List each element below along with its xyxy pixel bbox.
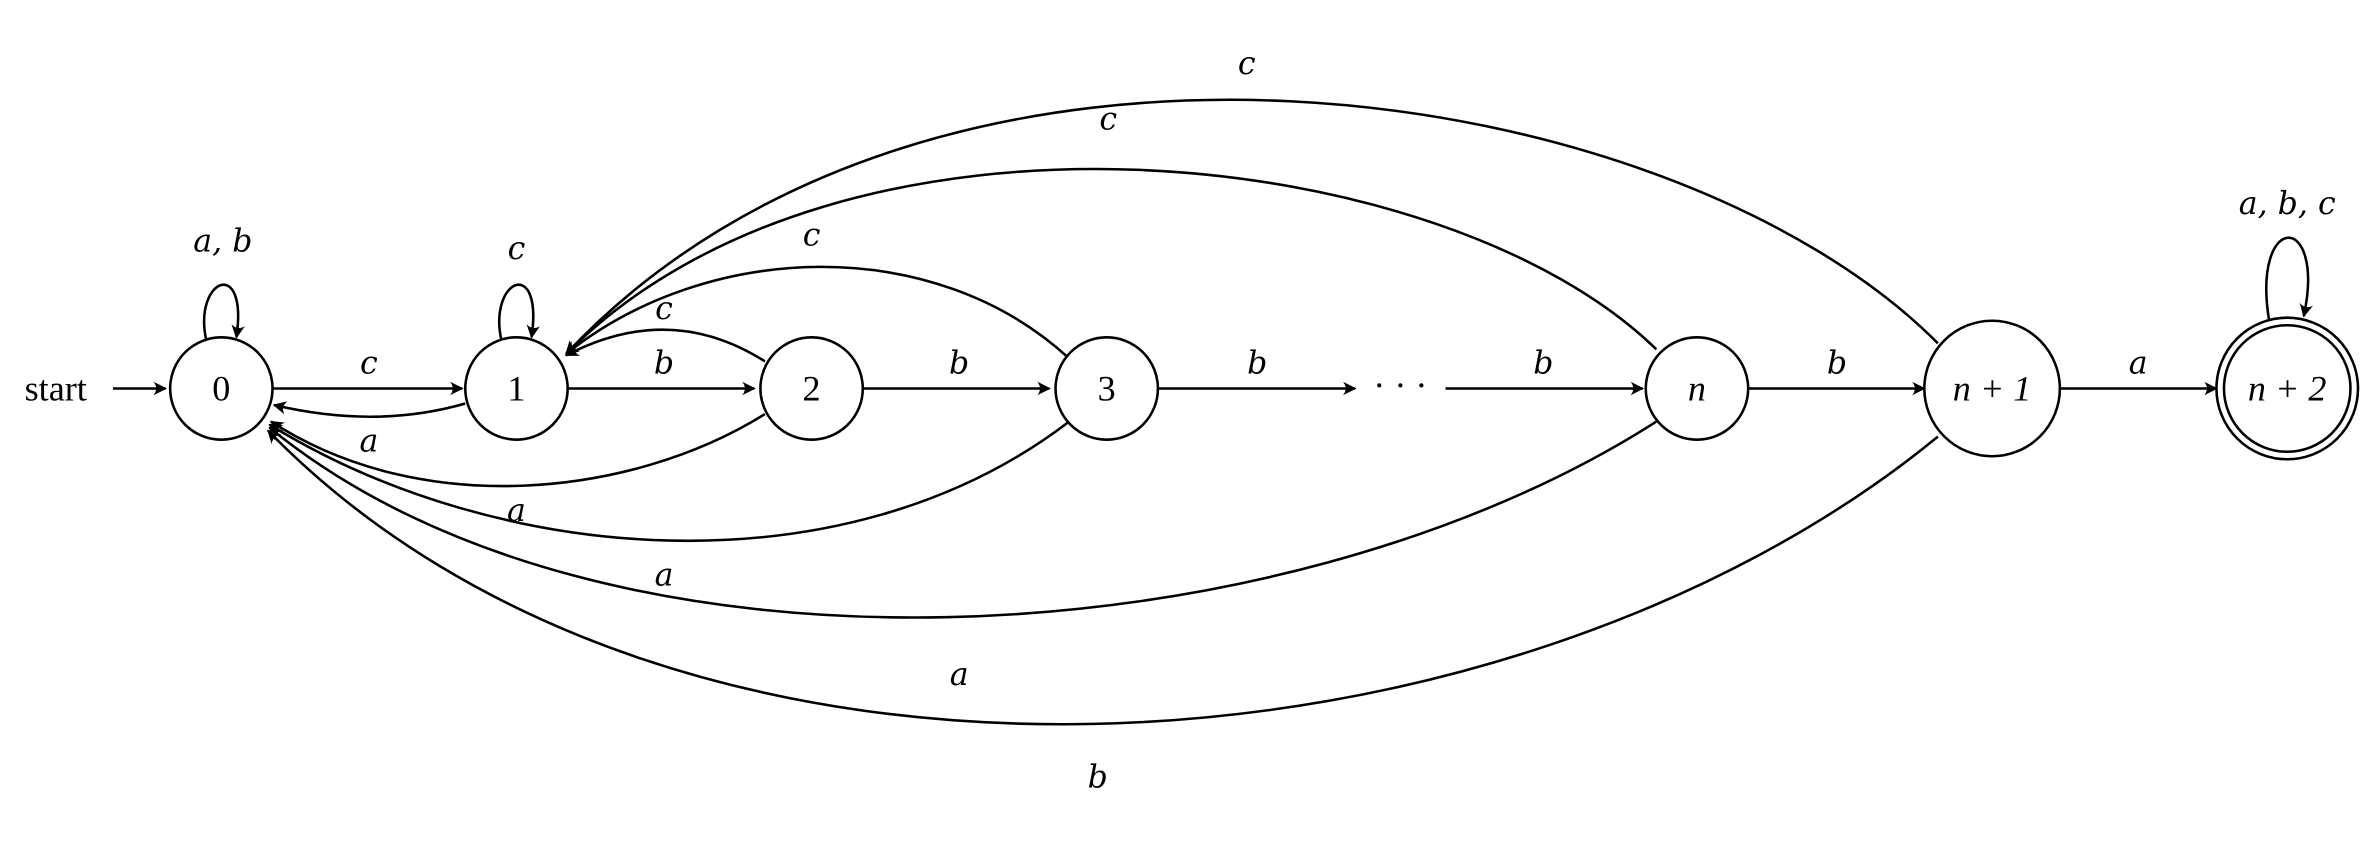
label-n1-0: b — [1088, 760, 1108, 796]
label-2-0: a — [507, 493, 526, 529]
label-2-1: c — [655, 291, 673, 327]
label-3-0: a — [655, 558, 674, 594]
label-1-2: b — [654, 345, 674, 381]
edge-3-0 — [268, 420, 1070, 542]
label-3-dots: b — [1247, 345, 1267, 381]
label-n1-n2: a — [2129, 345, 2148, 381]
edge-1-0 — [272, 401, 466, 418]
loop-n2 — [2265, 236, 2313, 321]
edge-2-1 — [564, 328, 766, 363]
edge-n-0 — [268, 420, 1658, 619]
state-n: n — [1644, 336, 1750, 441]
edge-2-0 — [269, 412, 766, 488]
state-label: 0 — [212, 368, 230, 408]
state-1: 1 — [463, 336, 569, 441]
loop-1 — [498, 283, 541, 341]
state-label: n + 1 — [1953, 368, 2032, 408]
state-label: n — [1688, 368, 1706, 408]
label-n-n1: b — [1827, 345, 1847, 381]
edge-3-1 — [565, 265, 1070, 360]
label-loop-0: a, b — [193, 223, 252, 259]
state-2: 2 — [759, 336, 865, 441]
state-n-plus-1: n + 1 — [1923, 319, 2062, 458]
ellipsis-state: · · · — [1373, 365, 1427, 405]
loop-0 — [202, 283, 245, 341]
label-loop-n2: a, b, c — [2239, 186, 2336, 222]
start-label: start — [25, 368, 87, 408]
state-label: 2 — [803, 368, 821, 408]
state-label: 1 — [507, 368, 525, 408]
label-0-1: c — [360, 345, 378, 381]
state-label: n + 2 — [2248, 368, 2327, 408]
label-dots-n: b — [1533, 345, 1553, 381]
edge-n1-0 — [267, 429, 1939, 726]
state-3: 3 — [1054, 336, 1160, 441]
label-3-1: c — [803, 217, 821, 253]
state-n-plus-2-accepting: n + 2 — [2215, 316, 2360, 461]
label-n1-1: c — [1238, 46, 1256, 82]
state-0: 0 — [168, 336, 274, 441]
label-n-0: a — [950, 657, 969, 693]
state-label: 3 — [1098, 368, 1116, 408]
label-1-0: a — [359, 424, 378, 460]
label-2-3: b — [949, 345, 969, 381]
label-n-1: c — [1099, 101, 1117, 137]
edge-n1-1 — [565, 98, 1939, 355]
label-loop-1: c — [508, 231, 526, 267]
edge-n-1 — [565, 167, 1658, 355]
